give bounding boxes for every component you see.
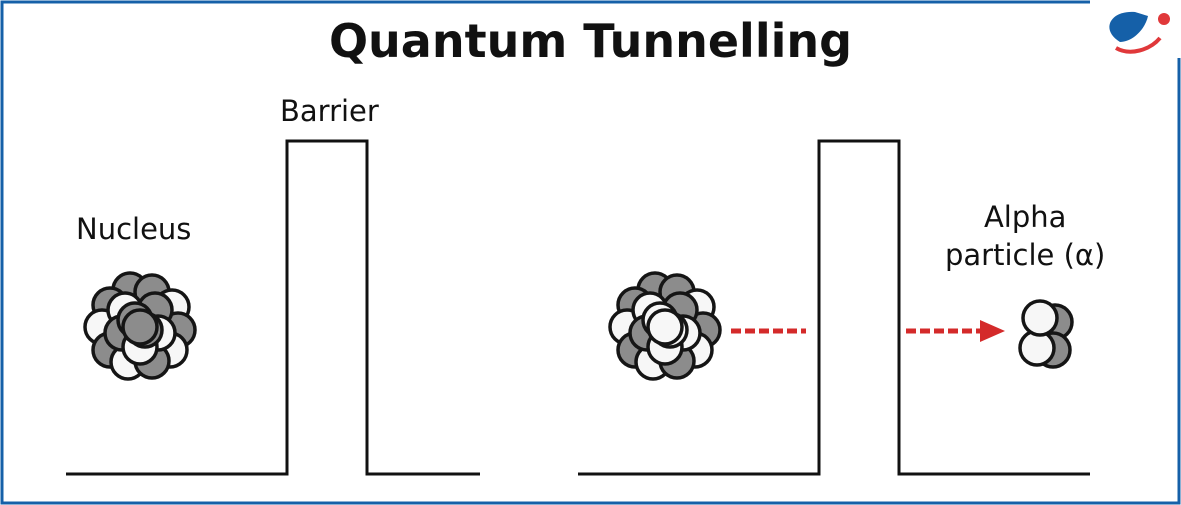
alpha-label-line1: Alpha xyxy=(983,200,1067,234)
potential-line-left xyxy=(66,139,480,476)
nucleus-right xyxy=(608,271,722,381)
alpha-label-line2: particle (α) xyxy=(945,238,1106,272)
barrier-label: Barrier xyxy=(280,94,379,128)
arrowhead-icon xyxy=(980,320,1005,342)
nucleus-left xyxy=(83,271,197,381)
nucleus-label: Nucleus xyxy=(76,212,192,246)
alpha-particle-label: Alpha particle (α) xyxy=(945,198,1105,274)
potential-line-right xyxy=(578,139,1090,476)
alpha-particle xyxy=(1018,299,1074,369)
logo xyxy=(1109,11,1170,54)
neutron xyxy=(646,308,684,346)
tunnel-arrow-out xyxy=(906,320,1005,342)
page-title: Quantum Tunnelling xyxy=(328,14,853,68)
proton xyxy=(121,308,159,346)
neutron xyxy=(1021,299,1059,337)
